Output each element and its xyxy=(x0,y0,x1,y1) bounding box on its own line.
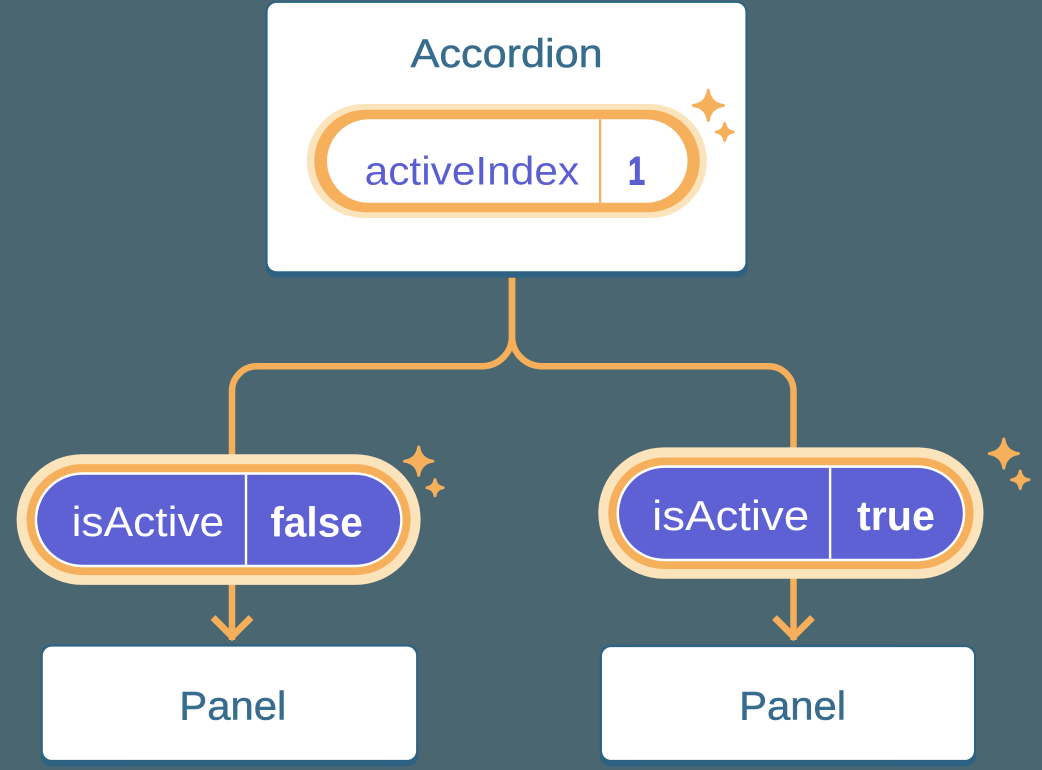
svg-text:isActive: isActive xyxy=(652,492,809,539)
svg-text:false: false xyxy=(270,498,362,545)
svg-text:1: 1 xyxy=(628,149,645,193)
svg-text:activeIndex: activeIndex xyxy=(365,150,580,194)
svg-text:true: true xyxy=(857,492,935,539)
svg-text:Panel: Panel xyxy=(179,685,286,729)
svg-text:isActive: isActive xyxy=(72,498,225,545)
svg-text:Accordion: Accordion xyxy=(411,32,603,76)
svg-text:Panel: Panel xyxy=(739,685,846,729)
